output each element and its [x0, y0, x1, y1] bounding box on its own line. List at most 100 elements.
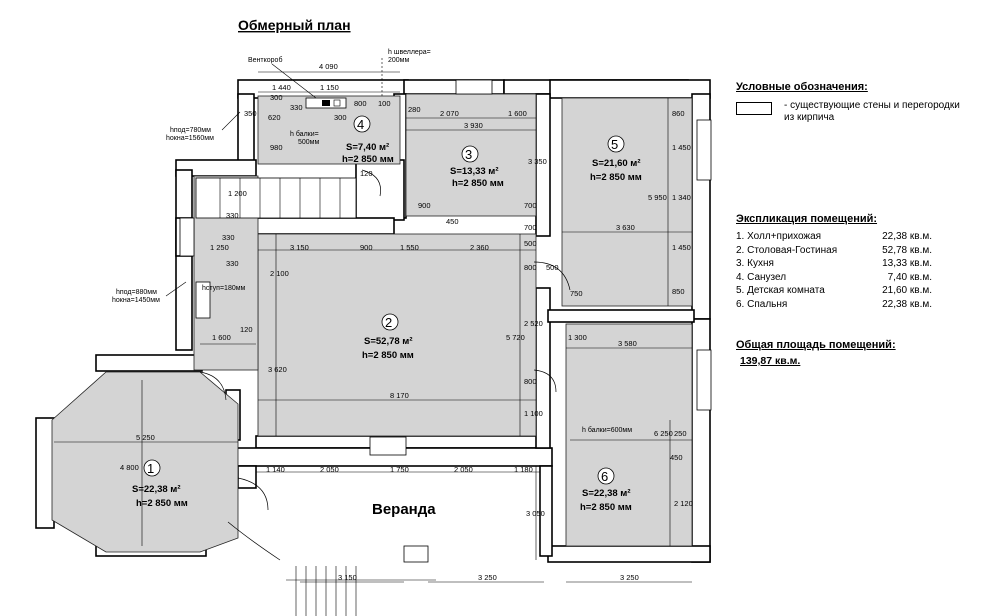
dim-label: 450 — [670, 453, 683, 462]
veranda-label: Веранда — [372, 501, 436, 518]
dim-label: 1 340 — [672, 193, 691, 202]
dim-label: 1 750 — [390, 465, 409, 474]
dim-label: 1 180 — [514, 465, 533, 474]
dim-label: 700 — [524, 201, 537, 210]
svg-text:5: 5 — [611, 137, 618, 152]
dim-label: 500 — [524, 239, 537, 248]
doors — [199, 169, 571, 561]
dim-label: 900 — [360, 243, 373, 252]
dim-label: 4 090 — [319, 62, 338, 71]
dimension-labels: 4 090 1 440 1 150 800 100 350 300 620 33… — [120, 62, 693, 582]
dim-label: 1 100 — [524, 409, 543, 418]
svg-text:2: 2 — [385, 315, 392, 330]
dim-label: 2 360 — [470, 243, 489, 252]
windows — [179, 79, 712, 563]
svg-text:S=22,38 м²: S=22,38 м² — [132, 484, 181, 495]
dim-label: 280 — [408, 105, 421, 114]
dim-label: 3 150 — [338, 573, 357, 582]
dim-label: 800 — [354, 99, 367, 108]
svg-text:hокна=1450мм: hокна=1450мм — [112, 297, 160, 304]
legend-item-line1: - существующие стены и перегородки — [784, 100, 960, 111]
dim-label: 3 620 — [268, 365, 287, 374]
dim-label: 3 050 — [526, 509, 545, 518]
svg-text:200мм: 200мм — [388, 57, 409, 64]
svg-text:h=2 850 мм: h=2 850 мм — [136, 498, 188, 509]
dim-label: 860 — [672, 109, 685, 118]
dim-label: 120 — [360, 169, 373, 178]
dim-label: 330 — [226, 211, 239, 220]
svg-text:h=2 850 мм: h=2 850 мм — [590, 172, 642, 183]
svg-text:h=2 850 мм: h=2 850 мм — [452, 178, 504, 189]
svg-text:h=2 850 мм: h=2 850 мм — [342, 154, 394, 165]
dim-label: 250 — [674, 429, 687, 438]
dim-label: 4 800 — [120, 463, 139, 472]
dim-label: 850 — [672, 287, 685, 296]
dim-label: 6 250 — [654, 429, 673, 438]
dim-label: 1 150 — [320, 83, 339, 92]
dim-label: 5 950 — [648, 193, 667, 202]
dim-label: 1 300 — [568, 333, 587, 342]
ventkorob — [305, 97, 347, 109]
total-value: 139,87 кв.м. — [740, 355, 801, 367]
dim-label: 3 250 — [478, 573, 497, 582]
svg-text:hпод=880мм: hпод=880мм — [116, 289, 157, 296]
dim-label: 1 450 — [672, 243, 691, 252]
dim-label: 1 140 — [266, 465, 285, 474]
dim-label: 300 — [270, 93, 283, 102]
dim-label: 2 070 — [440, 109, 459, 118]
dim-label: 700 — [524, 223, 537, 232]
svg-text:6: 6 — [601, 469, 608, 484]
svg-text:hступ=180мм: hступ=180мм — [202, 285, 246, 292]
svg-text:h балки=: h балки= — [290, 130, 319, 138]
svg-text:1: 1 — [147, 461, 154, 476]
page-title: Обмерный план — [238, 17, 351, 33]
staircase — [195, 177, 357, 219]
dim-label: 900 — [418, 201, 431, 210]
dim-label: 1 450 — [672, 143, 691, 152]
dim-label: 2 100 — [270, 269, 289, 278]
room-1-label: 1 S=22,38 м² h=2 850 мм — [132, 459, 188, 509]
veranda-stairs — [286, 566, 436, 616]
legend-item-line2: из кирпича — [784, 112, 835, 123]
dim-label: 350 — [244, 109, 257, 118]
dim-label: 1 250 — [210, 243, 229, 252]
dim-label: 1 600 — [212, 333, 231, 342]
dim-label: 330 — [290, 103, 303, 112]
dim-label: 750 — [570, 289, 583, 298]
dim-label: 120 — [240, 325, 253, 334]
svg-text:h швеллера=: h швеллера= — [388, 49, 431, 56]
notes: Венткороб h швеллера= 200мм hпод=780мм h… — [112, 49, 632, 434]
explication-header: Экспликация помещений: — [736, 213, 878, 225]
dim-label: 3 580 — [618, 339, 637, 348]
legend-header: Условные обозначения: — [736, 81, 868, 93]
dim-label: 3 630 — [616, 223, 635, 232]
note-leaders — [165, 58, 383, 297]
svg-text:hокна=1560мм: hокна=1560мм — [166, 135, 214, 142]
total-header: Общая площадь помещений: — [736, 339, 896, 351]
svg-text:3: 3 — [465, 147, 472, 162]
dim-label: 3 150 — [290, 243, 309, 252]
dim-label: 1 200 — [228, 189, 247, 198]
rooms-fill — [51, 93, 693, 553]
dim-label: 3 350 — [528, 157, 547, 166]
dim-label: 300 — [334, 113, 347, 122]
svg-text:S=13,33 м²: S=13,33 м² — [450, 166, 499, 177]
room-2-label: 2 S=52,78 м² h=2 850 мм — [362, 313, 414, 361]
room-6-label: 6 S=22,38 м² h=2 850 мм — [580, 467, 632, 513]
dim-label: 8 170 — [390, 391, 409, 400]
svg-text:Венткороб: Венткороб — [248, 56, 282, 64]
room-3-label: 3 S=13,33 м² h=2 850 мм — [450, 145, 504, 189]
dim-label: 1 440 — [272, 83, 291, 92]
svg-text:500мм: 500мм — [298, 139, 319, 146]
svg-text:S=52,78 м²: S=52,78 м² — [364, 336, 413, 347]
dim-label: 450 — [446, 217, 459, 226]
dim-label: 3 930 — [464, 121, 483, 130]
dim-label: 2 520 — [524, 319, 543, 328]
dimension-lines — [54, 71, 692, 583]
